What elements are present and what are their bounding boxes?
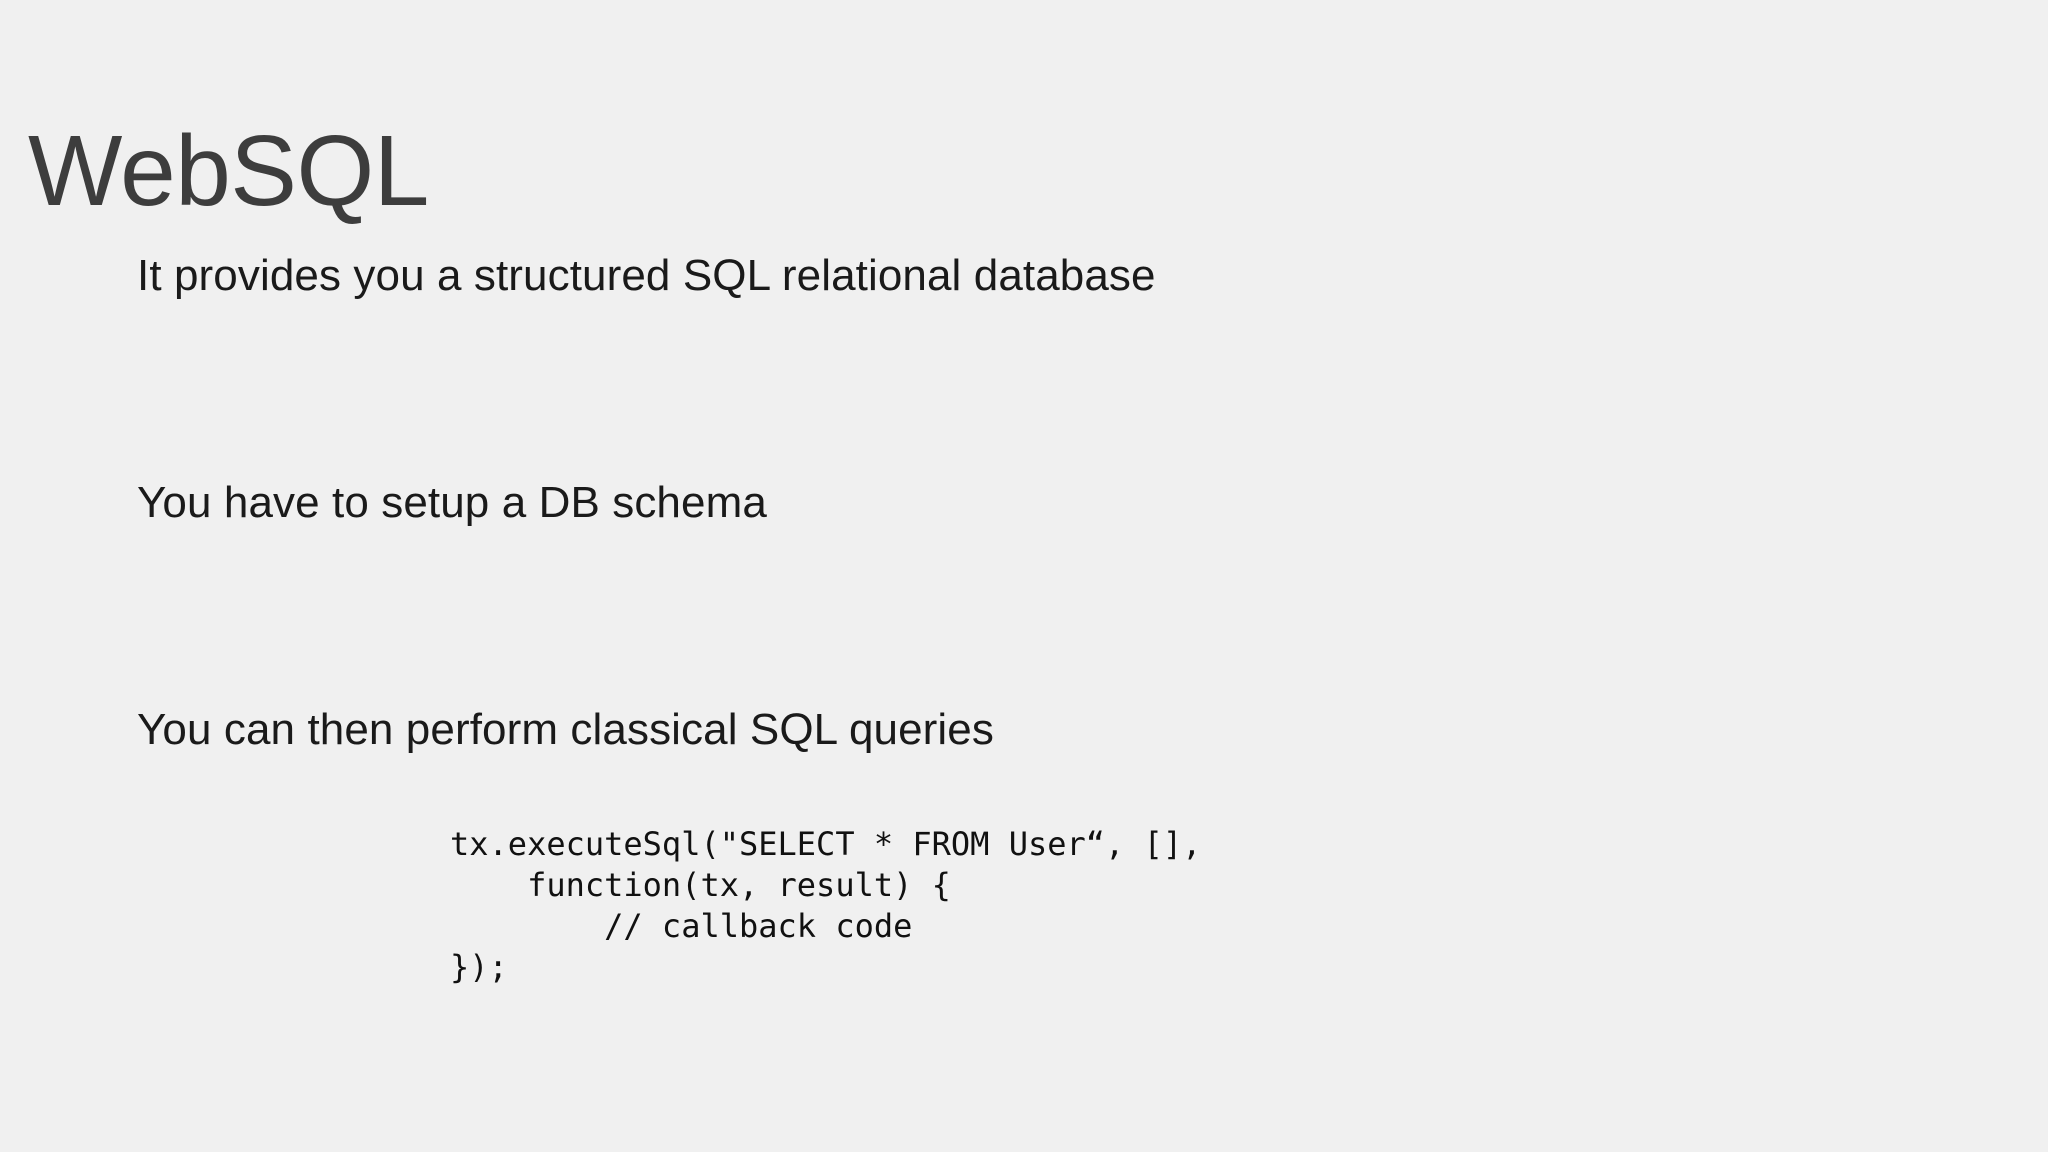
code-snippet: tx.executeSql("SELECT * FROM User“, [], … xyxy=(450,825,1202,986)
bullet-item-3: You can then perform classical SQL queri… xyxy=(137,705,994,754)
bullet-list: It provides you a structured SQL relatio… xyxy=(137,251,1837,754)
bullet-item-2: You have to setup a DB schema xyxy=(137,478,767,527)
page-title: WebSQL xyxy=(28,115,429,227)
bullet-item-1: It provides you a structured SQL relatio… xyxy=(137,251,1156,300)
